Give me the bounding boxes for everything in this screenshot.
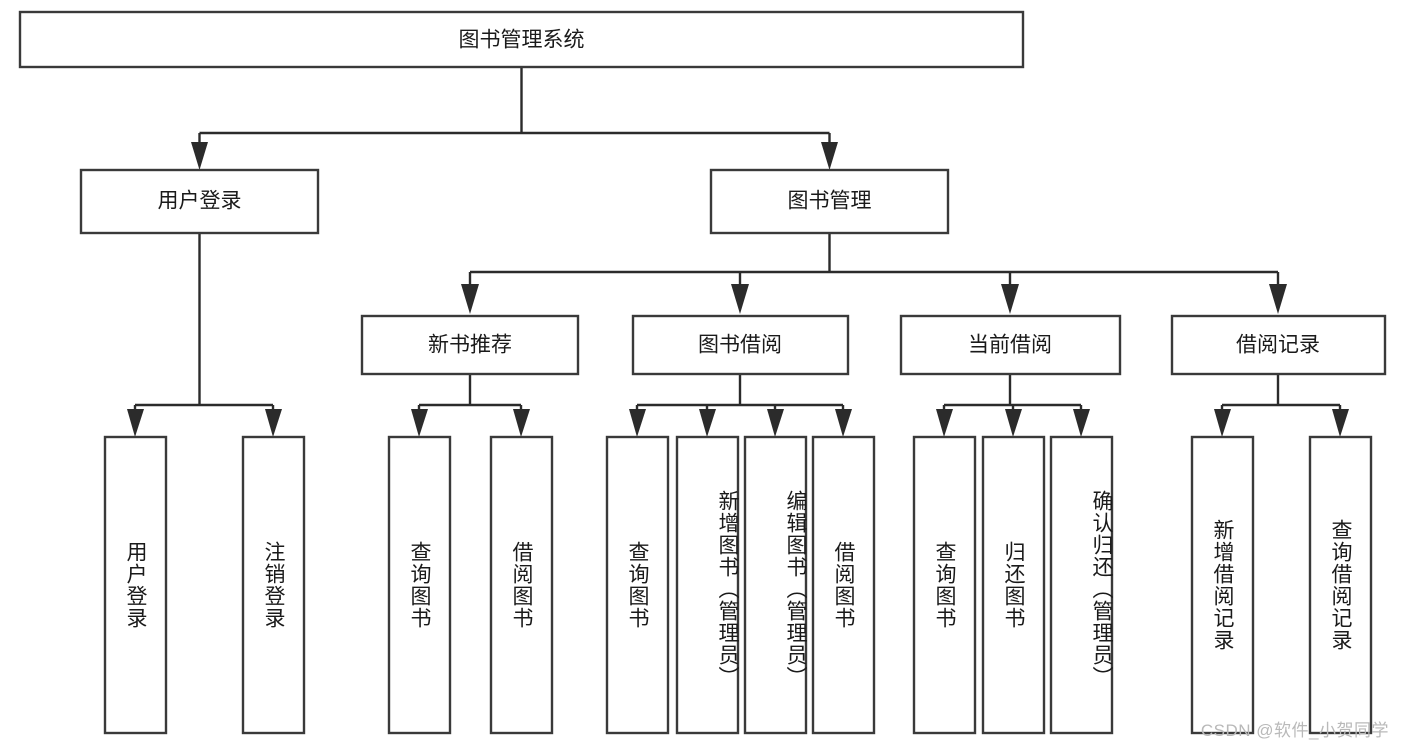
connector-group-user-login — [127, 233, 282, 437]
leaf-boxes — [103, 435, 1373, 735]
arrow-head-leaf-borrow-book-2 — [835, 409, 852, 437]
node-root-label: 图书管理系统 — [459, 29, 585, 52]
arrow-head-leaf-add-book-admin — [699, 409, 716, 437]
arrow-head-new-book-recommend — [461, 284, 479, 314]
leaf-box-add-borrow-record[interactable] — [1190, 435, 1255, 735]
node-root-box[interactable] — [18, 10, 1025, 69]
leaf-box-query-book-1[interactable] — [387, 435, 452, 735]
node-borrow-record-box[interactable] — [1170, 314, 1387, 376]
arrow-head-leaf-query-book-3 — [936, 409, 953, 437]
arrow-head-leaf-query-borrow-record — [1332, 409, 1349, 437]
leaf-box-query-book-3[interactable] — [912, 435, 977, 735]
connector-group-new-book-recommend — [411, 374, 530, 437]
leaf-box-borrow-book-1[interactable] — [489, 435, 554, 735]
csdn-watermark: CSDN @软件_小贺同学 — [1200, 721, 1389, 740]
leaf-box-return-book[interactable] — [981, 435, 1046, 735]
node-book-management-label: 图书管理 — [788, 190, 872, 213]
node-book-borrow[interactable]: 图书借阅 — [631, 314, 850, 376]
connector-group-current-borrow — [936, 374, 1090, 437]
node-book-management-box[interactable] — [709, 168, 950, 235]
leaf-box-user-login[interactable] — [103, 435, 168, 735]
connector-group-book-management — [461, 233, 1287, 314]
arrow-head-user-login — [191, 142, 208, 170]
arrow-head-book-management — [821, 142, 838, 170]
leaf-box-add-book-admin[interactable] — [675, 435, 740, 735]
node-new-book-recommend-label: 新书推荐 — [428, 334, 512, 357]
node-borrow-record[interactable]: 借阅记录 — [1170, 314, 1387, 376]
node-book-management[interactable]: 图书管理 — [709, 168, 950, 235]
leaf-box-edit-book-admin[interactable] — [743, 435, 808, 735]
arrow-head-leaf-logout-login — [265, 409, 282, 437]
arrow-head-book-borrow — [731, 284, 749, 314]
arrow-head-leaf-query-book-2 — [629, 409, 646, 437]
node-root[interactable]: 图书管理系统 — [18, 10, 1025, 69]
node-user-login-label: 用户登录 — [158, 190, 242, 213]
arrow-head-leaf-edit-book-admin — [767, 409, 784, 437]
node-current-borrow[interactable]: 当前借阅 — [899, 314, 1122, 376]
node-book-borrow-label: 图书借阅 — [698, 334, 782, 357]
node-book-borrow-box[interactable] — [631, 314, 850, 376]
arrow-head-leaf-query-book-1 — [411, 409, 428, 437]
leaf-box-borrow-book-2[interactable] — [811, 435, 876, 735]
arrow-head-leaf-borrow-book-1 — [513, 409, 530, 437]
arrow-head-leaf-add-borrow-record — [1214, 409, 1231, 437]
leaf-box-query-book-2[interactable] — [605, 435, 670, 735]
node-current-borrow-label: 当前借阅 — [968, 334, 1052, 357]
leaf-box-confirm-return-admin[interactable] — [1049, 435, 1114, 735]
node-new-book-recommend[interactable]: 新书推荐 — [360, 314, 580, 376]
arrow-head-leaf-user-login — [127, 409, 144, 437]
leaf-box-query-borrow-record[interactable] — [1308, 435, 1373, 735]
arrow-head-borrow-record — [1269, 284, 1287, 314]
node-borrow-record-label: 借阅记录 — [1236, 334, 1320, 357]
connector-group-root — [191, 67, 838, 170]
node-user-login[interactable]: 用户登录 — [79, 168, 320, 235]
connector-group-borrow-record — [1214, 374, 1349, 437]
node-user-login-box[interactable] — [79, 168, 320, 235]
node-new-book-recommend-box[interactable] — [360, 314, 580, 376]
arrow-head-leaf-confirm-return-admin — [1073, 409, 1090, 437]
node-current-borrow-box[interactable] — [899, 314, 1122, 376]
arrow-head-current-borrow — [1001, 284, 1019, 314]
connector-group-book-borrow — [629, 374, 852, 437]
arrow-head-leaf-return-book — [1005, 409, 1022, 437]
leaf-box-logout-login[interactable] — [241, 435, 306, 735]
